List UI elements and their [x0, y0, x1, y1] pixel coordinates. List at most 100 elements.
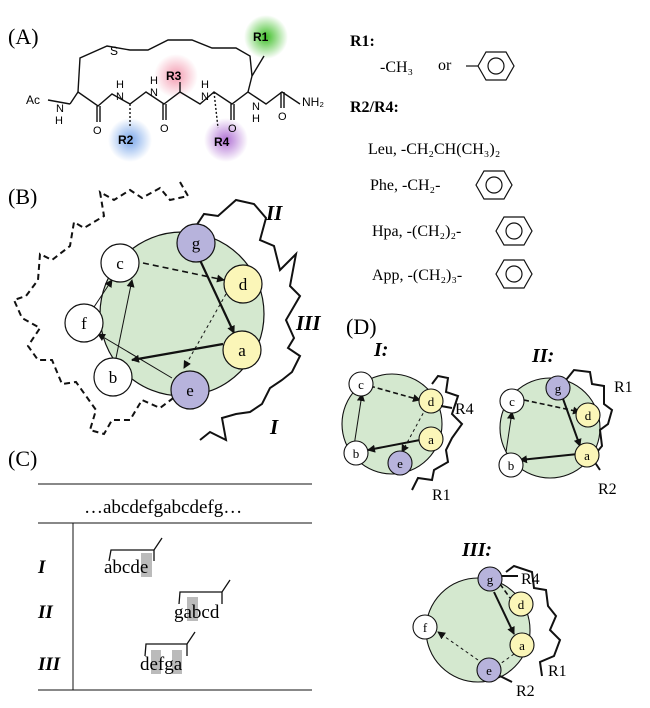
svg-text:d: d: [428, 394, 435, 409]
amide-n-5: N: [252, 101, 260, 113]
app-option: App, -(CH₂)₃-: [372, 267, 462, 284]
row-seq-i: abcde: [104, 557, 148, 578]
face-chain-solid: [195, 198, 302, 442]
benzene-icon: [475, 170, 513, 200]
svg-text:g: g: [192, 234, 201, 253]
subwheel-ii: g c d a b: [498, 368, 614, 479]
svg-text:e: e: [397, 456, 403, 471]
subwheel-iii: g d f a e: [412, 564, 562, 683]
svg-text:c: c: [116, 254, 124, 273]
benzene-icon: [495, 216, 533, 246]
register-table: …abcdefgabcdefg… I abcde II gabcd III de…: [37, 483, 312, 691]
face-label-iii: III: [295, 311, 321, 335]
svg-text:a: a: [428, 432, 434, 447]
row-face-i: I: [37, 557, 46, 578]
r2r4-legend-title: R2/R4:: [350, 99, 399, 116]
subwheel-i-r4: R4: [455, 401, 474, 418]
subwheel-iii-r2: R2: [516, 683, 535, 700]
row-seq-iii: defga: [140, 654, 183, 675]
svg-text:a: a: [519, 638, 525, 653]
carbonyl-o-2: O: [160, 123, 169, 135]
carbonyl-o-1: O: [93, 125, 102, 137]
r4-glow: [204, 118, 248, 162]
face-label-i: I: [269, 415, 279, 439]
face-label-ii: II: [265, 201, 283, 225]
r4-label: R4: [214, 135, 230, 149]
r2-label: R2: [118, 133, 134, 147]
subwheel-iii-title: III:: [461, 539, 492, 561]
amide-h-3: H: [150, 75, 158, 87]
highlight-d: [141, 553, 152, 577]
highlight-b: [187, 597, 198, 621]
r1-label: R1: [253, 30, 269, 44]
carbonyl-o-3: O: [228, 123, 237, 135]
amide-n-3: N: [150, 87, 158, 99]
r3-glow: [154, 54, 198, 98]
leu-option: Leu, -CH₂CH(CH₃)₂: [368, 141, 500, 158]
phe-option: Phe, -CH₂-: [370, 177, 440, 194]
carbonyl-o-4: O: [278, 111, 287, 123]
svg-text:a: a: [584, 448, 590, 463]
amide-n-4: N: [201, 91, 209, 103]
amide-h-4: H: [201, 79, 209, 91]
r2-glow: [108, 118, 152, 162]
r1-legend-title: R1:: [350, 33, 375, 50]
residue-node-b: b: [93, 357, 133, 397]
r1-glow: [244, 15, 288, 59]
svg-text:g: g: [555, 381, 562, 396]
subwheel-ii-r1: R1: [614, 379, 633, 396]
svg-text:d: d: [518, 597, 525, 612]
benzene-icon: [466, 51, 515, 81]
r1-or: or: [438, 57, 452, 74]
amide-h-2: H: [116, 79, 124, 91]
svg-text:e: e: [186, 381, 194, 400]
amide-h-5: H: [252, 113, 260, 125]
subwheel-i-r1: R1: [432, 487, 451, 504]
helical-wheel-main: [12, 181, 302, 442]
svg-text:e: e: [486, 663, 492, 678]
panel-a-label: (A): [8, 24, 39, 49]
panel-c-label: (C): [8, 446, 37, 471]
subwheel-i-title: I:: [373, 339, 388, 361]
residue-node-c: c: [100, 243, 140, 283]
residue-node-d: d: [223, 264, 263, 304]
svg-text:f: f: [81, 314, 87, 333]
svg-text:d: d: [585, 408, 592, 423]
sulfur-atom: S: [110, 44, 118, 58]
svg-text:c: c: [509, 394, 515, 409]
svg-text:f: f: [423, 620, 428, 635]
svg-text:g: g: [487, 572, 494, 587]
subwheel-iii-r4: R4: [521, 571, 540, 588]
r1-methyl: -CH₃: [380, 59, 413, 76]
subwheel-i: c d a b e: [341, 371, 464, 491]
r3-label: R3: [166, 69, 182, 83]
svg-text:c: c: [358, 377, 364, 392]
row-seq-ii: gabcd: [174, 602, 220, 623]
residue-node-f: f: [64, 303, 104, 343]
highlight-f: [151, 650, 161, 674]
amide-h-1: H: [55, 115, 63, 127]
c-terminal-amide: NH₂: [302, 95, 324, 109]
svg-text:d: d: [239, 275, 248, 294]
svg-text:a: a: [238, 341, 246, 360]
acetyl-group: Ac: [26, 93, 40, 107]
panel-d-label: (D): [346, 314, 377, 339]
highlight-g: [172, 650, 182, 674]
peptide-structure: [47, 39, 301, 129]
row-face-iii: III: [37, 654, 61, 675]
subwheel-ii-title: II:: [531, 345, 554, 367]
hpa-option: Hpa, -(CH₂)₂-: [372, 223, 461, 240]
sequence-header: …abcdefgabcdefg…: [84, 497, 242, 518]
residue-node-g: g: [176, 223, 216, 263]
benzene-icon: [495, 259, 533, 289]
row-face-ii: II: [37, 602, 53, 623]
svg-text:b: b: [109, 368, 118, 387]
face-chain-dashed: [12, 181, 190, 436]
svg-text:b: b: [353, 446, 360, 461]
panel-b-label: (B): [8, 184, 37, 209]
subwheel-iii-r1: R1: [548, 663, 567, 680]
svg-text:b: b: [508, 458, 515, 473]
subwheel-ii-r2: R2: [598, 481, 617, 498]
residue-node-a: a: [222, 330, 262, 370]
